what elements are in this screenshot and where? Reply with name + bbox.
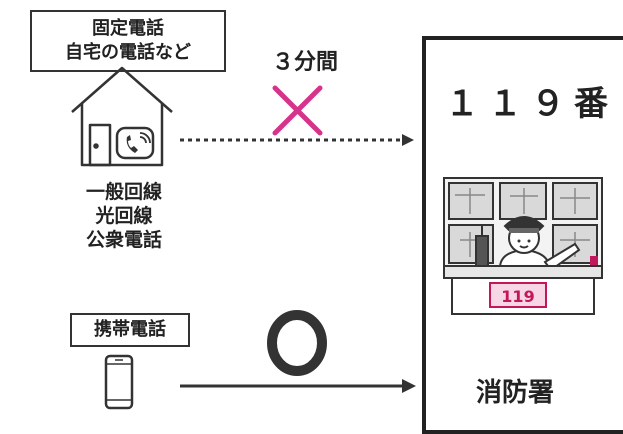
house-icon <box>71 66 173 167</box>
circle-mark-icon <box>267 310 327 376</box>
dotted-arrow <box>180 134 414 146</box>
mobile-phone-icon <box>104 354 134 410</box>
line-type-public: 公衆電話 <box>85 229 162 251</box>
operator-illustration <box>475 216 598 272</box>
landline-label-line2: 自宅の電話など <box>65 42 191 63</box>
operator-desk <box>443 265 603 315</box>
solid-arrow <box>180 379 416 393</box>
line-type-fiber: 光回線 <box>95 205 153 227</box>
fire-station-name: 消防署 <box>476 378 555 408</box>
landline-label-line1: 固定電話 <box>92 18 164 39</box>
line-type-general: 一般回線 <box>85 181 162 203</box>
line-types-list: 一般回線 光回線 公衆電話 <box>44 180 204 252</box>
landline-label-box: 固定電話 自宅の電話など <box>30 10 226 72</box>
cross-mark-icon <box>272 85 323 136</box>
emergency-number-title: １１９番 <box>445 84 617 124</box>
desk-number-sign: 119 <box>501 287 535 306</box>
mobile-label: 携帯電話 <box>94 319 166 340</box>
duration-label: ３分間 <box>271 50 338 75</box>
mobile-label-box: 携帯電話 <box>70 313 190 347</box>
